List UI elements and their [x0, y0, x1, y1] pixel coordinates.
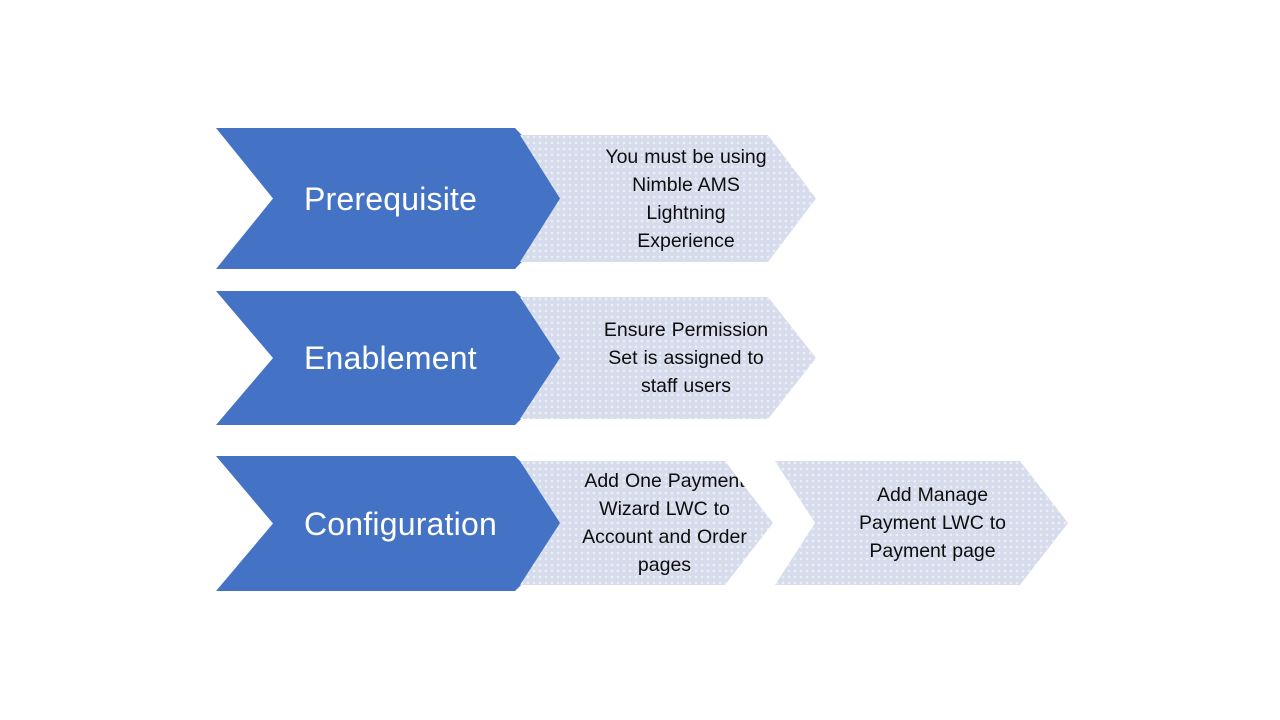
- stage-chevron-configuration[interactable]: Configuration: [216, 456, 583, 591]
- stage-label: Configuration: [304, 505, 497, 542]
- step-text: You must be using Nimble AMS Lightning E…: [605, 145, 767, 252]
- stage-label: Enablement: [304, 340, 477, 376]
- step-chevron-enablement-1[interactable]: Ensure Permission Set is assigned to sta…: [520, 297, 816, 419]
- step-text: Add One Payment Wizard LWC to Account an…: [582, 470, 747, 576]
- step-chevron-configuration-2[interactable]: Add Manage Payment LWC to Payment page: [775, 461, 1068, 585]
- stage-label: Prerequisite: [304, 180, 478, 217]
- stage-chevron-prerequisite[interactable]: Prerequisite: [216, 128, 583, 269]
- step-chevron-prerequisite-1[interactable]: You must be using Nimble AMS Lightning E…: [520, 135, 816, 262]
- step-text: Ensure Permission Set is assigned to sta…: [603, 319, 769, 397]
- stage-chevron-enablement[interactable]: Enablement: [216, 291, 583, 425]
- step-text: Add Manage Payment LWC to Payment page: [859, 484, 1006, 562]
- step-chevron-configuration-1[interactable]: Add One Payment Wizard LWC to Account an…: [520, 461, 773, 585]
